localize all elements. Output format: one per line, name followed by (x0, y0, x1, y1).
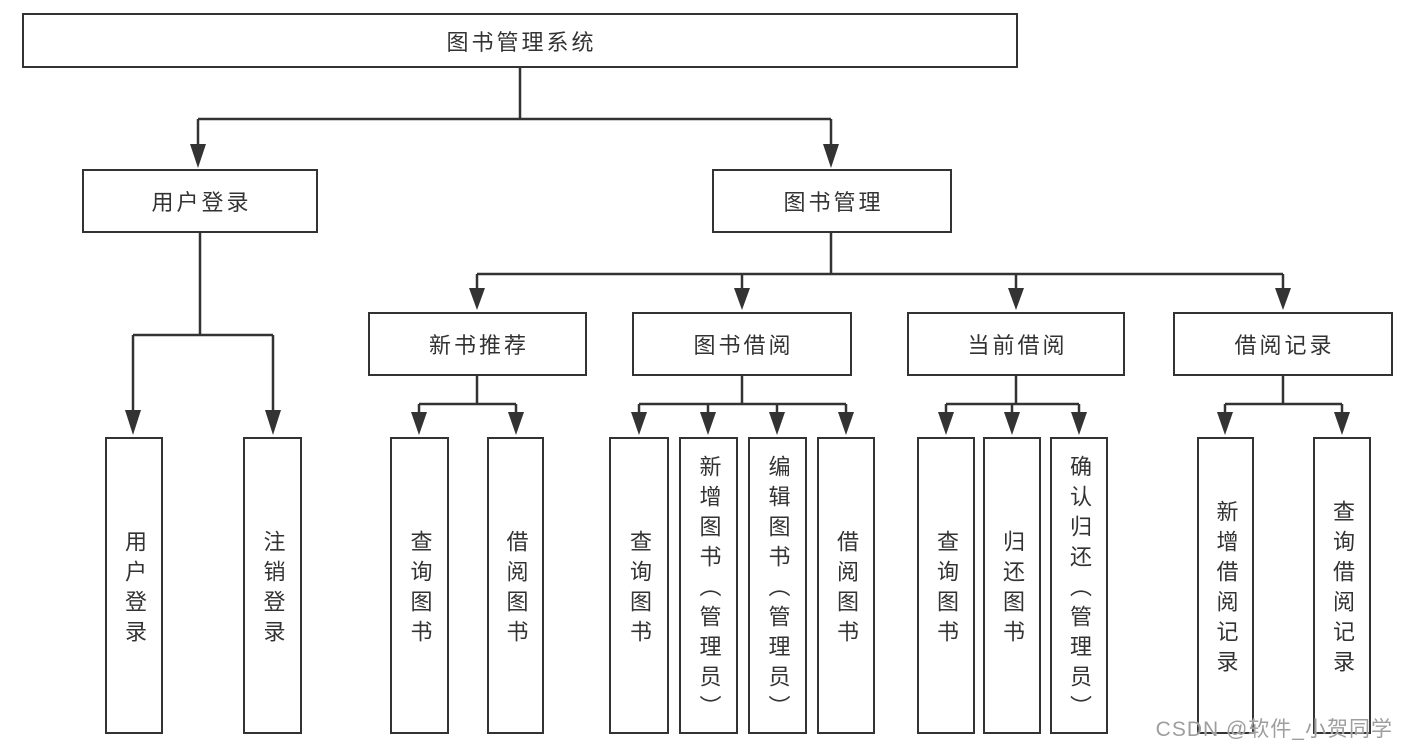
node-label: 用户登录 (122, 529, 147, 650)
node-label: 当前借阅 (967, 333, 1068, 358)
node-label: 查询图书 (407, 529, 433, 650)
node-label: 新增图书（管理员） (696, 454, 722, 725)
node-label: 借阅图书 (834, 529, 859, 650)
node-label: 编辑图书（管理员） (765, 454, 791, 725)
leaf-borrow-books-recommend: 借阅图书 (487, 437, 544, 734)
leaf-edit-books-admin: 编辑图书（管理员） (748, 437, 807, 734)
node-label: 图书借阅 (693, 333, 794, 358)
node-label: 图书管理 (783, 190, 884, 215)
node-label: 查询图书 (934, 529, 959, 650)
leaf-add-borrow-record: 新增借阅记录 (1197, 437, 1254, 734)
node-label: 借阅图书 (503, 529, 529, 650)
node-book-management: 图书管理 (712, 169, 952, 233)
node-current-borrowing: 当前借阅 (907, 312, 1125, 376)
leaf-confirm-return-admin: 确认归还（管理员） (1050, 437, 1108, 734)
node-user-login: 用户登录 (82, 169, 318, 233)
node-label: 新增借阅记录 (1213, 499, 1239, 680)
leaf-add-books-admin: 新增图书（管理员） (679, 437, 738, 734)
node-label: 归还图书 (1000, 529, 1025, 650)
node-new-book-recommendation: 新书推荐 (368, 312, 587, 376)
node-label: 查询借阅记录 (1330, 499, 1355, 680)
leaf-query-books-current: 查询图书 (917, 437, 975, 734)
node-label: 注销登录 (260, 529, 286, 650)
leaf-return-books: 归还图书 (983, 437, 1041, 734)
leaf-query-borrow-record: 查询借阅记录 (1313, 437, 1371, 734)
leaf-query-books-recommend: 查询图书 (390, 437, 449, 734)
node-label: 用户登录 (151, 190, 252, 215)
leaf-logout-login: 注销登录 (243, 437, 302, 734)
leaf-query-books-borrow: 查询图书 (609, 437, 669, 734)
node-label: 新书推荐 (428, 333, 529, 358)
node-borrowing-records: 借阅记录 (1173, 312, 1393, 376)
node-label: 查询图书 (627, 529, 652, 650)
node-label: 确认归还（管理员） (1067, 454, 1092, 725)
csdn-watermark: CSDN @软件_小贺同学 (1155, 718, 1393, 741)
node-label: 图书管理系统 (446, 29, 597, 55)
node-library-management-system: 图书管理系统 (22, 13, 1018, 68)
leaf-borrow-books: 借阅图书 (817, 437, 875, 734)
node-label: 借阅记录 (1234, 333, 1335, 358)
node-book-borrowing: 图书借阅 (632, 312, 852, 376)
leaf-user-login: 用户登录 (105, 437, 163, 734)
